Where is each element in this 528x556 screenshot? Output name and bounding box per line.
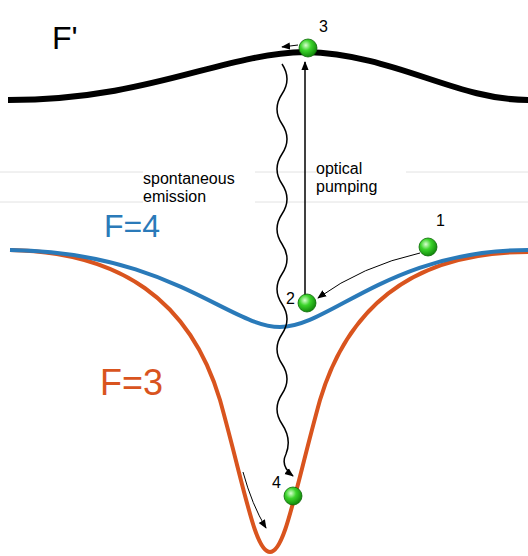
level-label: F=3 [100, 362, 163, 403]
atom [299, 39, 317, 57]
process-label: optical pumping [316, 160, 406, 197]
process-label: spontaneous emission [143, 170, 255, 207]
callout-number: 3 [319, 18, 328, 36]
level-label: F' [52, 20, 78, 57]
motion-arrow [243, 472, 266, 528]
excited-potential [8, 52, 528, 100]
f4-potential [10, 250, 528, 327]
callout-number: 1 [436, 212, 445, 230]
atom [284, 487, 302, 505]
motion-arrow [282, 45, 298, 47]
callout-number: 4 [272, 474, 281, 492]
level-label: F=4 [104, 208, 160, 245]
emission-wave [277, 64, 293, 476]
callout-number: 2 [286, 290, 295, 308]
atom [419, 238, 437, 256]
motion-arrow [318, 253, 420, 298]
atom [298, 294, 316, 312]
f3-potential [10, 250, 528, 552]
pumping-arrow [304, 62, 306, 296]
grid-line [0, 172, 528, 173]
grid-line [0, 202, 528, 203]
